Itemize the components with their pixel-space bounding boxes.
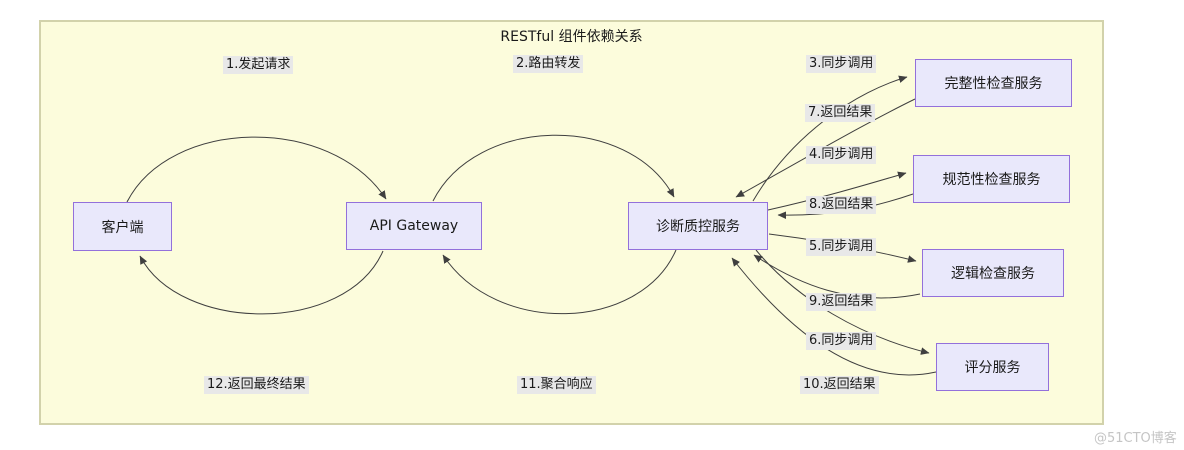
node-logic-service: 逻辑检查服务 <box>922 249 1064 297</box>
edge-12-final-result <box>139 250 384 315</box>
edge-label-1: 1.发起请求 <box>223 56 294 74</box>
node-client: 客户端 <box>73 202 172 251</box>
node-integrity-service: 完整性检查服务 <box>915 59 1072 107</box>
edge-label-6: 6.同步调用 <box>806 332 877 350</box>
watermark: @51CTO博客 <box>1094 431 1177 446</box>
edge-6-sync-call <box>755 249 930 355</box>
edge-label-5: 5.同步调用 <box>806 238 877 256</box>
edge-10-return-result <box>731 257 937 376</box>
edge-label-11: 11.聚合响应 <box>517 376 596 394</box>
edge-label-3: 3.同步调用 <box>806 55 877 73</box>
node-qc-service: 诊断质控服务 <box>628 202 768 250</box>
edge-label-4: 4.同步调用 <box>806 146 877 164</box>
edge-9-return-result <box>753 254 921 299</box>
diagram-title: RESTful 组件依赖关系 <box>500 29 643 45</box>
edge-label-9: 9.返回结果 <box>806 293 877 311</box>
node-score-service: 评分服务 <box>936 343 1049 391</box>
edge-2-route-forward <box>432 134 675 202</box>
edge-1-initiate-request <box>126 136 387 203</box>
edge-label-12: 12.返回最终结果 <box>204 376 309 394</box>
node-api-gateway: API Gateway <box>346 202 482 250</box>
node-standard-service: 规范性检查服务 <box>913 155 1070 203</box>
edge-label-10: 10.返回结果 <box>800 376 879 394</box>
edge-label-2: 2.路由转发 <box>513 55 584 73</box>
edge-4-sync-call <box>767 171 907 211</box>
edge-11-aggregate-response <box>442 249 677 315</box>
edge-3-sync-call <box>752 75 908 202</box>
edge-label-8: 8.返回结果 <box>806 196 877 214</box>
edge-label-7: 7.返回结果 <box>805 104 876 122</box>
